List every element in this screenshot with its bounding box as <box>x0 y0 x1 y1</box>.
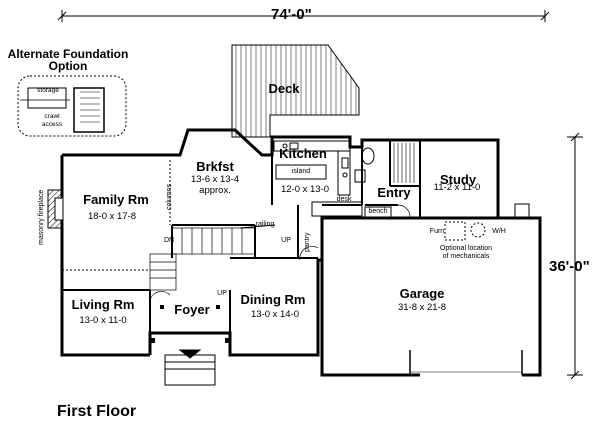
bath-fixtures <box>354 147 375 183</box>
bench-label: bench <box>368 208 388 215</box>
kitchen-counters <box>273 140 392 218</box>
foyer-columns <box>150 305 230 343</box>
fireplace <box>47 189 64 229</box>
masonry-fireplace-label: masonry fireplace <box>38 189 45 245</box>
overall-width-dimension-line <box>57 10 550 22</box>
staircase <box>149 227 256 291</box>
garage-door <box>409 350 523 375</box>
room-family-size: 18-0 x 17-8 <box>87 211 137 222</box>
pantry-label: pantry <box>304 232 311 252</box>
alt-access-label: access <box>41 121 63 128</box>
deck <box>231 44 360 138</box>
desk-label: desk <box>336 196 352 203</box>
foyer-up-label: UP <box>217 290 227 297</box>
columns-label: columns <box>166 183 173 210</box>
alt-foundation-inset <box>17 75 127 137</box>
room-entry-name: Entry <box>377 185 411 200</box>
closet-shelving <box>393 143 415 183</box>
room-brkfst-note: approx. <box>199 185 231 196</box>
stair-dn-label: DN <box>163 237 175 244</box>
railing-label: railing <box>255 221 275 228</box>
columns-dotted <box>62 160 171 271</box>
room-foyer-name: Foyer <box>174 302 210 317</box>
room-kitchen-name: Kitchen <box>279 146 327 161</box>
overall-depth-dimension-line <box>567 132 583 380</box>
furnace-label: Furn <box>429 228 445 235</box>
room-dining-size: 13-0 x 14-0 <box>250 309 300 320</box>
overall-depth-label: 36'-0" <box>549 258 590 275</box>
room-living-size: 13-0 x 11-0 <box>79 315 127 326</box>
alt-foundation-title: Alternate Foundation <box>7 47 129 61</box>
railing-line <box>239 224 276 229</box>
room-living-name: Living Rm <box>71 297 135 312</box>
room-dining-name: Dining Rm <box>240 292 306 307</box>
room-garage-size: 31-8 x 21-8 <box>397 302 447 313</box>
mechanicals-line2: of mechanicals <box>442 253 490 260</box>
mechanicals <box>444 203 530 241</box>
island-label: island <box>291 168 311 175</box>
room-brkfst-size: 13-6 x 13-4 <box>190 174 240 185</box>
room-study-name: Study <box>439 172 477 187</box>
room-deck-name: Deck <box>268 81 300 96</box>
alt-storage-label: storage <box>37 87 59 94</box>
door-swings <box>149 204 411 301</box>
mechanicals-line1: Optional location <box>439 245 493 252</box>
alt-foundation-option: Option <box>48 59 88 73</box>
room-brkfst-name: Brkfst <box>196 159 234 174</box>
overall-width-label: 74'-0" <box>271 6 312 23</box>
floor-title: First Floor <box>57 403 137 420</box>
front-steps <box>164 349 216 386</box>
room-family-name: Family Rm <box>83 192 149 207</box>
stair-up-label: UP <box>281 237 291 244</box>
room-kitchen-size: 12-0 x 13-0 <box>280 184 330 195</box>
room-garage-name: Garage <box>399 286 445 301</box>
room-study-size: 11-2 x 11-0 <box>433 182 481 193</box>
water-heater-label: W/H <box>492 228 506 235</box>
alt-crawl-label: crawl <box>44 113 60 120</box>
